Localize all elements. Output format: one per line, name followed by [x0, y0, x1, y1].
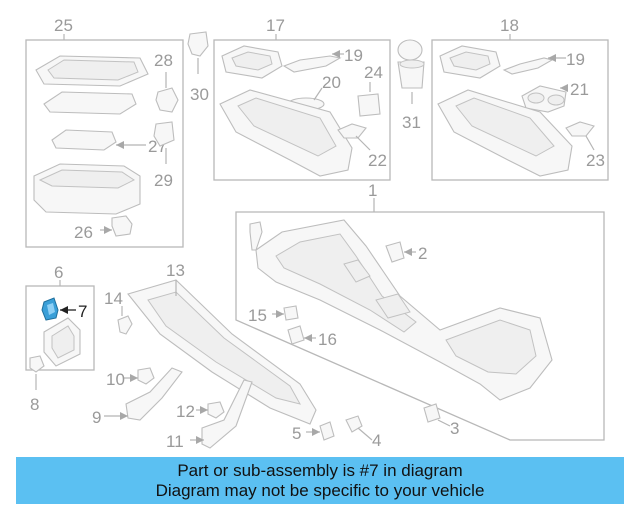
part-13: 13: [127, 261, 317, 425]
callout-7: 7: [78, 302, 87, 321]
group-6-box: 6 7: [25, 263, 95, 371]
callout-24: 24: [364, 63, 383, 82]
part-5: 5: [292, 421, 335, 443]
callout-13: 13: [166, 261, 185, 280]
latch-28-part: [155, 87, 179, 113]
callout-19a: 19: [344, 46, 363, 65]
callout-28: 28: [154, 51, 173, 70]
part-8: 8: [29, 355, 45, 414]
callout-4: 4: [372, 431, 381, 450]
part-9: 9: [92, 367, 183, 427]
callout-26: 26: [74, 223, 93, 242]
callout-16: 16: [318, 330, 337, 349]
group-1-box: 1 2 15 16 3: [235, 181, 605, 441]
mat-part: [43, 91, 137, 115]
hinge-29-part: [153, 121, 175, 147]
callout-19b: 19: [566, 50, 585, 69]
pad-part: [51, 129, 117, 151]
parts-diagram: 25 27 26 28 29 30 17: [25, 16, 609, 451]
callout-9: 9: [92, 408, 101, 427]
callout-5: 5: [292, 424, 301, 443]
callout-25: 25: [54, 16, 73, 35]
part-30: 30: [187, 31, 209, 104]
part-14: 14: [104, 289, 133, 335]
callout-14: 14: [104, 289, 123, 308]
callout-17: 17: [266, 16, 285, 35]
callout-23: 23: [586, 151, 605, 170]
group-17-box: 17 19 20 24 22: [213, 16, 391, 181]
part-10: 10: [106, 367, 155, 389]
callout-30: 30: [190, 85, 209, 104]
callout-29: 29: [154, 171, 173, 190]
callout-3: 3: [450, 419, 459, 438]
group-18-box: 18 19 21 23: [431, 16, 609, 181]
callout-22: 22: [368, 151, 387, 170]
callout-21: 21: [570, 80, 589, 99]
callout-8: 8: [30, 395, 39, 414]
callout-10: 10: [106, 370, 125, 389]
callout-20: 20: [322, 73, 341, 92]
group-25-box: 25 27 26 28 29: [25, 16, 184, 248]
callout-2: 2: [418, 244, 427, 263]
callout-1: 1: [368, 181, 377, 200]
part-4: 4: [345, 415, 381, 450]
callout-15: 15: [248, 306, 267, 325]
part-12: 12: [176, 401, 225, 421]
callout-31: 31: [402, 113, 421, 132]
callout-11: 11: [166, 432, 184, 451]
callout-6: 6: [54, 263, 63, 282]
banner-line-1: Part or sub-assembly is #7 in diagram: [177, 460, 463, 480]
clip-26-part: [111, 215, 133, 237]
callout-12: 12: [176, 402, 195, 421]
banner-line-2: Diagram may not be specific to your vehi…: [155, 480, 485, 500]
part-11: 11: [166, 379, 253, 451]
callout-18: 18: [500, 16, 519, 35]
part-31: 31: [397, 39, 425, 132]
info-banner: Part or sub-assembly is #7 in diagram Di…: [16, 457, 624, 504]
